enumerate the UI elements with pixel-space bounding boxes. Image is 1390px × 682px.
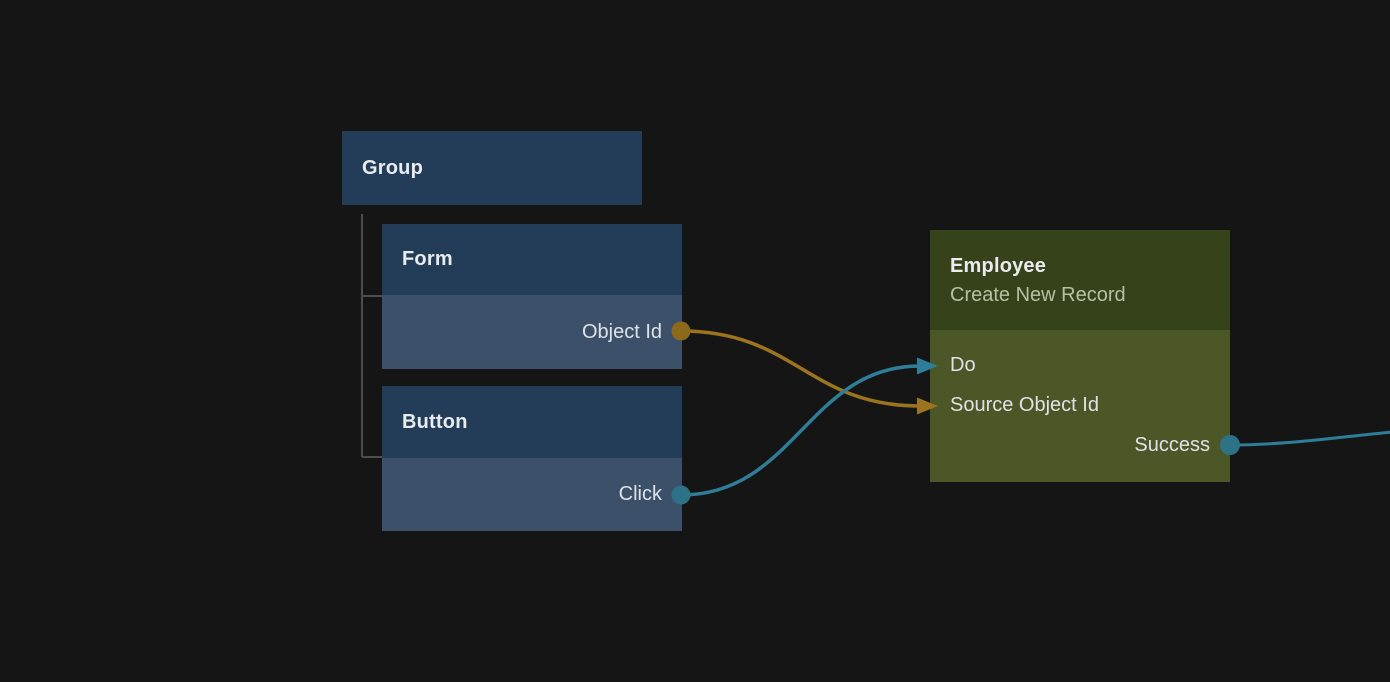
- node-form-body: Object Id: [382, 295, 682, 369]
- input-port-source-object-id[interactable]: Source Object Id: [930, 385, 1230, 425]
- node-button-header[interactable]: Button: [382, 386, 682, 458]
- edge-success-out[interactable]: [1229, 430, 1390, 447]
- output-port-label: Click: [618, 483, 662, 505]
- node-group-title: Group: [362, 156, 423, 179]
- node-button-title: Button: [402, 410, 468, 433]
- node-group[interactable]: Group: [342, 131, 642, 205]
- node-form-header[interactable]: Form: [382, 224, 682, 295]
- node-form[interactable]: Form Object Id: [382, 224, 682, 369]
- edge-click-to-do[interactable]: [680, 364, 921, 497]
- node-button-body: Click: [382, 458, 682, 531]
- output-port-success[interactable]: Success: [930, 425, 1230, 465]
- output-port-label: Success: [1134, 433, 1210, 456]
- input-port-label: Do: [950, 353, 976, 376]
- node-employee-header[interactable]: Employee Create New Record: [930, 230, 1230, 330]
- edge-object-id-to-source-object-id[interactable]: [680, 329, 921, 408]
- input-port-label: Source Object Id: [950, 393, 1099, 416]
- node-employee-title: Employee: [950, 255, 1047, 277]
- input-port-do[interactable]: Do: [930, 345, 1230, 385]
- node-employee[interactable]: Employee Create New Record Do Source Obj…: [930, 230, 1230, 482]
- node-button[interactable]: Button Click: [382, 386, 682, 531]
- node-group-header[interactable]: Group: [342, 131, 642, 205]
- node-form-title: Form: [402, 248, 453, 270]
- output-port-object-id[interactable]: Object Id: [382, 295, 682, 369]
- output-port-label: Object Id: [581, 320, 662, 343]
- output-port-click[interactable]: Click: [382, 458, 682, 531]
- node-employee-body: Do Source Object Id Success: [930, 330, 1230, 482]
- node-employee-subtitle: Create New Record: [950, 284, 1126, 306]
